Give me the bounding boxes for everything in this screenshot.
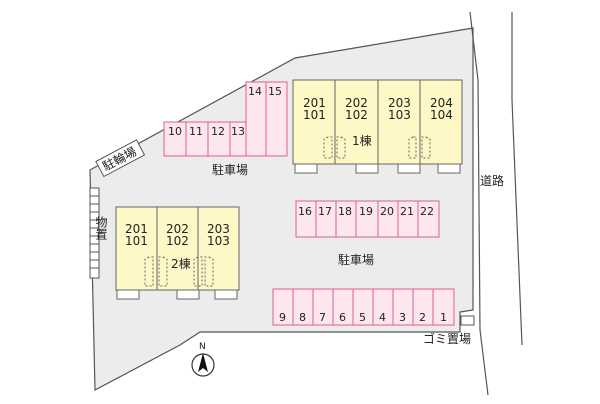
slot-17: 17 <box>318 205 332 218</box>
parking-center-label: 駐車場 <box>338 252 374 267</box>
building-2-label: 2棟 <box>171 256 191 271</box>
road-edge-left <box>469 11 489 396</box>
slot-6: 6 <box>339 311 346 324</box>
b2-unit-upper-3: 203 <box>207 222 230 236</box>
building-2: 201 101 202 102 203 103 2棟 <box>115 206 240 300</box>
b1-unit-upper-4: 204 <box>430 96 453 110</box>
slot-20: 20 <box>380 205 394 218</box>
road-edge-right <box>511 12 523 346</box>
b1-unit-lower-1: 101 <box>303 108 326 122</box>
slot-3: 3 <box>399 311 406 324</box>
parking-upper-label: 駐車場 <box>212 162 248 177</box>
slot-19: 19 <box>359 205 373 218</box>
slot-15: 15 <box>268 85 282 98</box>
garbage-label: ゴミ置場 <box>423 331 471 346</box>
parking-bottom: 9 8 7 6 5 4 3 2 1 <box>272 288 455 326</box>
parking-middle: 16 17 18 19 20 21 22 <box>295 200 440 238</box>
b1-unit-upper-1: 201 <box>303 96 326 110</box>
north-label: N <box>199 342 206 352</box>
storage: 物置 <box>89 187 108 279</box>
slot-8: 8 <box>299 311 306 324</box>
slot-4: 4 <box>379 311 386 324</box>
slot-11: 11 <box>189 125 203 138</box>
slot-18: 18 <box>338 205 352 218</box>
b2-unit-upper-1: 201 <box>125 222 148 236</box>
slot-5: 5 <box>359 311 366 324</box>
building-1-label: 1棟 <box>352 133 372 148</box>
garbage-box <box>460 315 475 326</box>
b1-unit-lower-3: 103 <box>388 108 411 122</box>
b2-unit-lower-1: 101 <box>125 234 148 248</box>
slot-10: 10 <box>168 125 182 138</box>
b1-unit-upper-2: 202 <box>345 96 368 110</box>
b2-unit-lower-2: 102 <box>166 234 189 248</box>
road-label: 道路 <box>480 173 504 188</box>
north-arrow-icon: N <box>191 342 215 377</box>
slot-14: 14 <box>248 85 262 98</box>
slot-21: 21 <box>400 205 414 218</box>
slot-16: 16 <box>298 205 312 218</box>
parking-top: 10 11 12 13 14 15 <box>163 81 288 157</box>
slot-7: 7 <box>319 311 326 324</box>
b2-unit-lower-3: 103 <box>207 234 230 248</box>
storage-label: 物置 <box>94 216 108 240</box>
b1-unit-upper-3: 203 <box>388 96 411 110</box>
slot-1: 1 <box>440 311 447 324</box>
slot-13: 13 <box>231 125 245 138</box>
b1-unit-lower-2: 102 <box>345 108 368 122</box>
slot-22: 22 <box>420 205 434 218</box>
slot-9: 9 <box>279 311 286 324</box>
building-1: 201 101 202 102 203 103 204 104 1棟 <box>292 79 463 174</box>
b1-unit-lower-4: 104 <box>430 108 453 122</box>
b2-unit-upper-2: 202 <box>166 222 189 236</box>
slot-2: 2 <box>419 311 426 324</box>
slot-12: 12 <box>211 125 225 138</box>
